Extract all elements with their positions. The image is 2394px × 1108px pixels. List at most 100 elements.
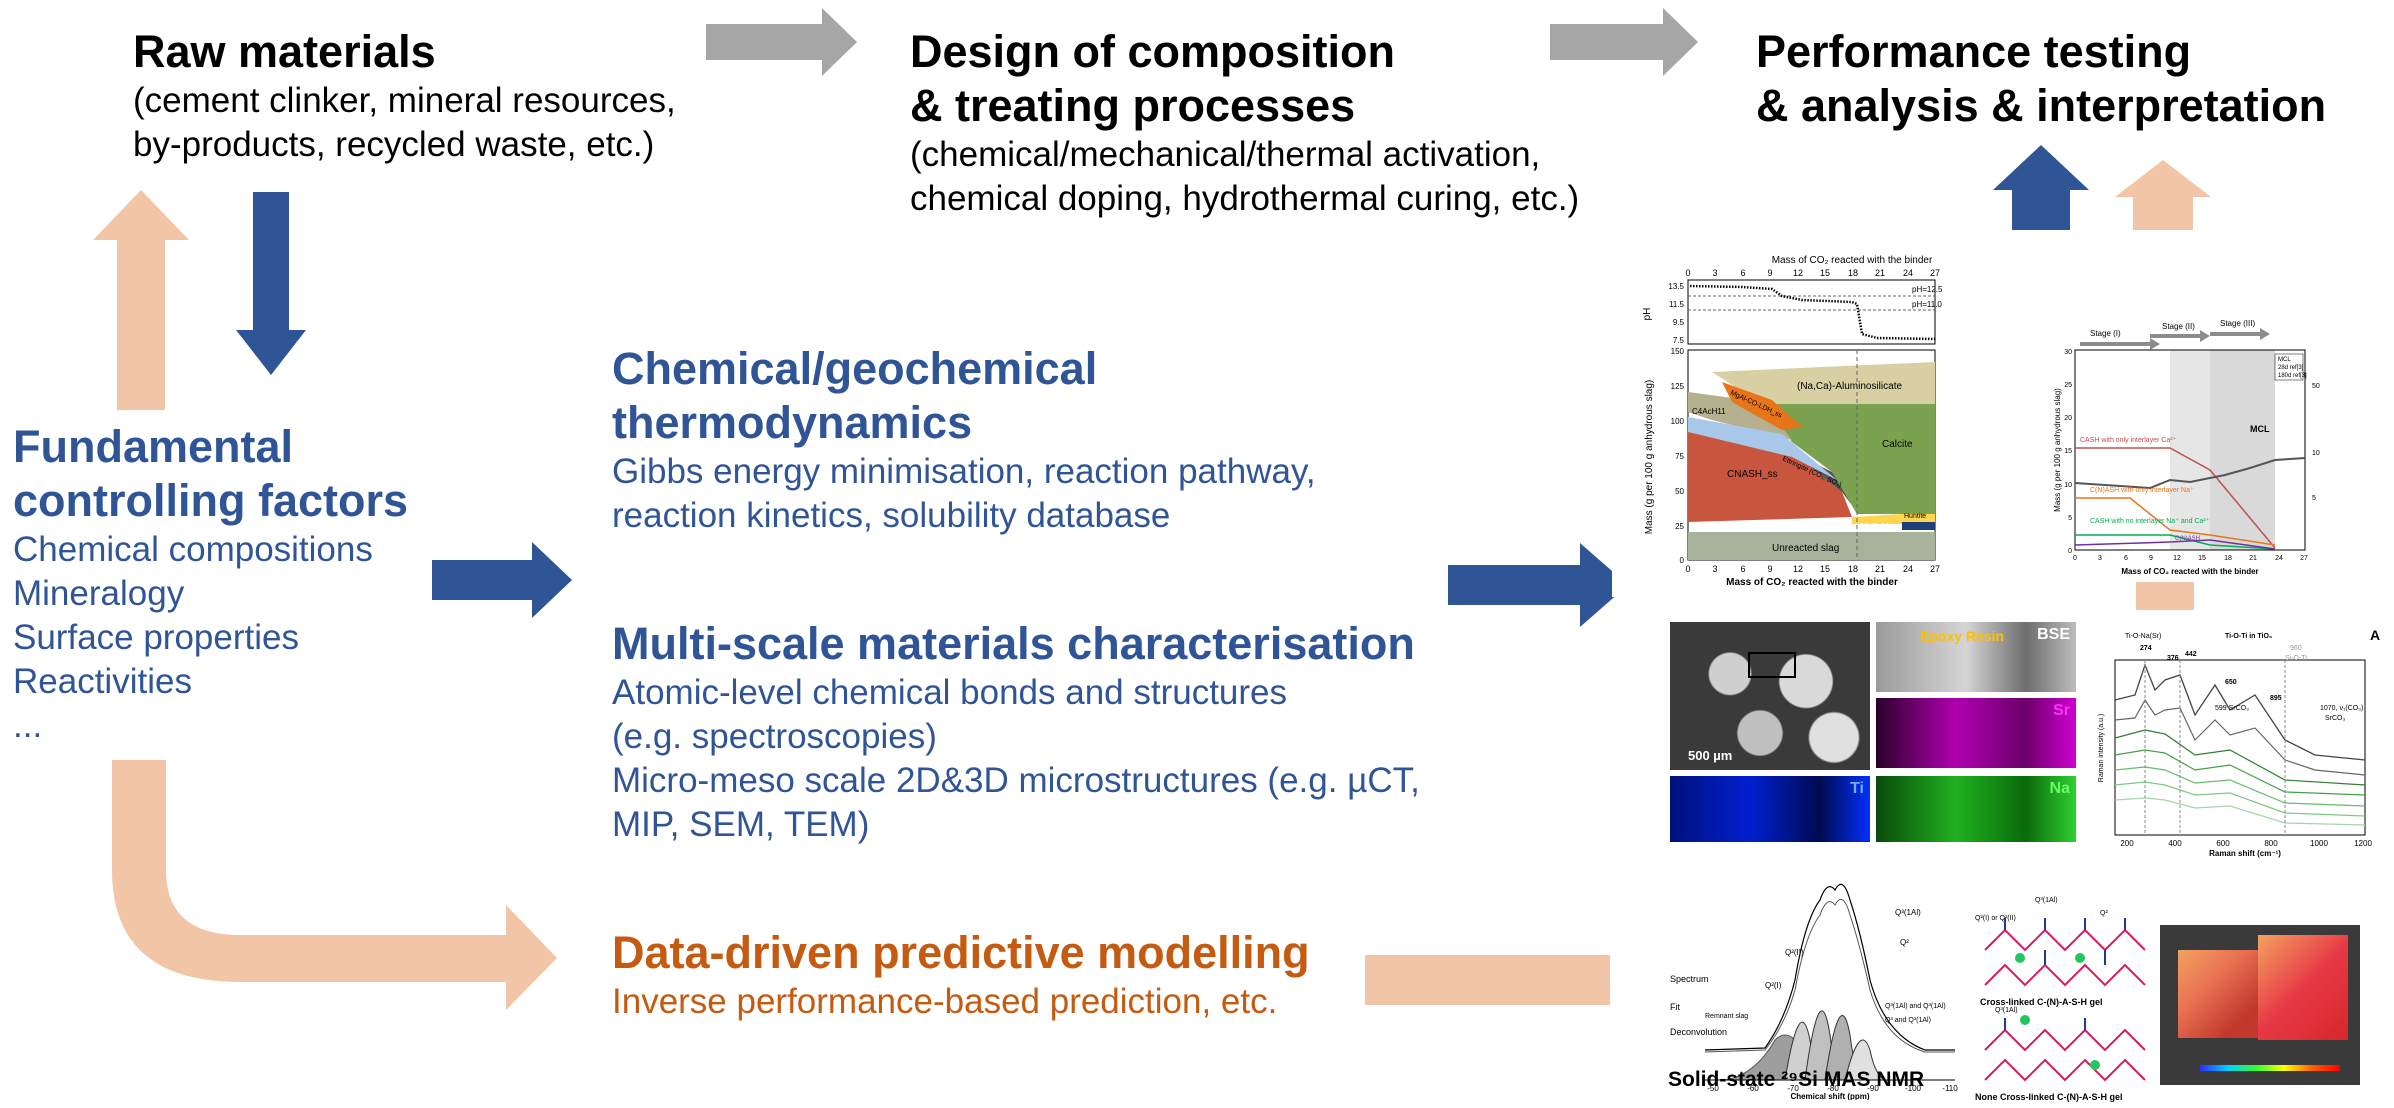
bse-label: BSE xyxy=(2037,626,2070,643)
raman-x-tick: 600 xyxy=(2216,839,2230,848)
stage-y-tick: 30 xyxy=(2064,349,2072,356)
gel-caption: None Cross-linked C-(N)-A-S-H gel xyxy=(1975,1092,2123,1102)
stage-label: Stage (II) xyxy=(2162,322,2195,331)
ti-label: Ti xyxy=(1850,780,1864,797)
thermo-top-tick: 6 xyxy=(1740,268,1745,278)
y-tick: 125 xyxy=(1671,382,1685,391)
design-title: & treating processes xyxy=(910,80,1356,131)
stage-y-tick: 20 xyxy=(2064,415,2072,422)
x-tick: 27 xyxy=(1930,564,1940,574)
thermo-top-tick: 9 xyxy=(1767,268,1772,278)
stage-x-tick: 21 xyxy=(2249,555,2257,562)
arrow-fundamental-to-methods xyxy=(432,542,572,618)
thermodynamics-block: Chemical/geochemical thermodynamics Gibb… xyxy=(612,342,1316,538)
arrow-datadriven-to-figures xyxy=(1365,955,1610,1005)
gel-label: Q² xyxy=(2100,910,2108,917)
gel-figure: Q³(1Al) Q²(I) or Q²(II) Q² Q³(1Al) Cross… xyxy=(1975,890,2160,1105)
nmr-label: Q²(I) xyxy=(1765,981,1782,990)
raman-peak: SrCO₃ xyxy=(2325,715,2346,722)
nmr-x-tick: -50 xyxy=(1707,1084,1719,1093)
phase-label: C4AcH11 xyxy=(1692,407,1726,416)
stage-x-tick: 15 xyxy=(2198,555,2206,562)
bse-zoom: Epoxy Resin BSE xyxy=(1876,622,2076,692)
nmr-label: Remnant slag xyxy=(1705,1013,1748,1020)
stage-x-tick: 24 xyxy=(2275,555,2283,562)
raman-peak: 960 xyxy=(2290,645,2302,652)
stage-y-tick: 0 xyxy=(2068,548,2072,555)
phase-label: Calcite xyxy=(1882,439,1913,450)
performance-title: Performance testing xyxy=(1756,26,2192,77)
datadriven-line: Inverse performance-based prediction, et… xyxy=(612,982,1278,1021)
nmr-x-tick: -70 xyxy=(1787,1084,1799,1093)
raw-materials-title: Raw materials xyxy=(133,26,436,77)
thermo-top-tick: 12 xyxy=(1793,268,1803,278)
gel-label: Q²(I) or Q²(II) xyxy=(1975,915,2016,922)
thermo-line: reaction kinetics, solubility database xyxy=(612,496,1171,535)
nmr-x-tick: -80 xyxy=(1827,1084,1839,1093)
raman-ylabel: Raman intensity (a.u.) xyxy=(2098,714,2105,782)
y-tick: 0 xyxy=(1680,556,1685,565)
arrow-raw-to-design xyxy=(706,8,857,76)
fundamental-block: Fundamental controlling factors Chemical… xyxy=(13,420,408,748)
stage-xlabel: Mass of CO₂ reacted with the binder xyxy=(2121,567,2258,576)
raman-peak: Ti-O-Ti in TiO₆ xyxy=(2225,633,2272,640)
stage-x-tick: 3 xyxy=(2098,555,2102,562)
fundamental-title: controlling factors xyxy=(13,475,409,526)
raman-peak: 895 xyxy=(2270,695,2282,702)
stage-y-tick: 10 xyxy=(2064,482,2072,489)
multiscale-block: Multi-scale materials characterisation A… xyxy=(612,617,1420,847)
y-tick: 25 xyxy=(1675,522,1684,531)
legend-item: MCL xyxy=(2278,357,2291,363)
nmr-label: Q²(II) xyxy=(1785,948,1804,957)
fundamental-item: Surface properties xyxy=(13,618,299,657)
raman-peak: 376 xyxy=(2167,655,2179,662)
arrow-fundamental-to-raw xyxy=(93,190,189,410)
stage-annotation: C(N)ASH with only interlayer Na⁺ xyxy=(2090,486,2194,494)
stage-annotation: CASH with no interlayer Na⁺ and Ca²⁺ xyxy=(2090,517,2210,525)
x-tick: 12 xyxy=(1793,564,1803,574)
multiscale-line: (e.g. spectroscopies) xyxy=(612,717,937,756)
nmr-label: Q³(1Al) and Q³(1Al) xyxy=(1885,1003,1946,1010)
ph-annotation: pH=12.5 xyxy=(1912,285,1943,294)
raw-materials-line: by-products, recycled waste, etc.) xyxy=(133,125,655,164)
raman-x-tick: 1000 xyxy=(2310,839,2328,848)
arrow-fundamental-to-datadriven xyxy=(112,760,557,1010)
stage-x-tick: 6 xyxy=(2124,555,2128,562)
raman-peak: 650 xyxy=(2225,679,2237,686)
thermo-top-tick: 15 xyxy=(1820,268,1830,278)
ylabel: Mass (g per 100 g anhydrous slag) xyxy=(1644,380,1655,535)
stage-y2-tick: 50 xyxy=(2312,383,2320,390)
sem-figure: 500 µm Epoxy Resin BSE Sr Ti Na xyxy=(1670,622,2076,842)
thermo-top-tick: 18 xyxy=(1848,268,1858,278)
x-tick: 3 xyxy=(1712,564,1717,574)
thermo-top-tick: 3 xyxy=(1712,268,1717,278)
multiscale-line: Micro-meso scale 2D&3D microstructures (… xyxy=(612,761,1420,800)
design-line: (chemical/mechanical/thermal activation, xyxy=(910,135,1541,174)
multiscale-line: Atomic-level chemical bonds and structur… xyxy=(612,673,1288,712)
legend-item: 180d ref[3] xyxy=(2278,373,2307,379)
design-title: Design of composition xyxy=(910,26,1396,77)
nmr-x-tick: -60 xyxy=(1747,1084,1759,1093)
stage-x-tick: 27 xyxy=(2300,555,2308,562)
nmr-label: Deconvolution xyxy=(1670,1027,1727,1037)
x-tick: 15 xyxy=(1820,564,1830,574)
nmr-x-tick: -100 xyxy=(1905,1084,1922,1093)
ph-annotation: pH=11.0 xyxy=(1912,300,1942,309)
xlabel: Mass of CO₂ reacted with the binder xyxy=(1726,577,1898,588)
bse-image: 500 µm xyxy=(1670,622,1870,770)
y-tick: 100 xyxy=(1671,417,1685,426)
thermo-line: Gibbs energy minimisation, reaction path… xyxy=(612,452,1316,491)
arrow-figures-to-performance-blue xyxy=(1993,145,2089,230)
stage-annotation: MCL xyxy=(2250,424,2270,434)
thermo-top-tick: 24 xyxy=(1903,268,1913,278)
stage-annotation: CASH with only interlayer Ca²⁺ xyxy=(2080,436,2177,444)
sr-map: Sr xyxy=(1876,698,2076,768)
x-tick: 18 xyxy=(1848,564,1858,574)
stage-y-tick: 15 xyxy=(2064,448,2072,455)
fundamental-item: Chemical compositions xyxy=(13,530,373,569)
nmr-label: Q² xyxy=(1900,938,1909,947)
phase-label: M-S-H xyxy=(1860,522,1889,533)
stage-y2-tick: 10 xyxy=(2312,450,2320,457)
raman-peak: 599 SrCO₃ xyxy=(2215,705,2249,712)
